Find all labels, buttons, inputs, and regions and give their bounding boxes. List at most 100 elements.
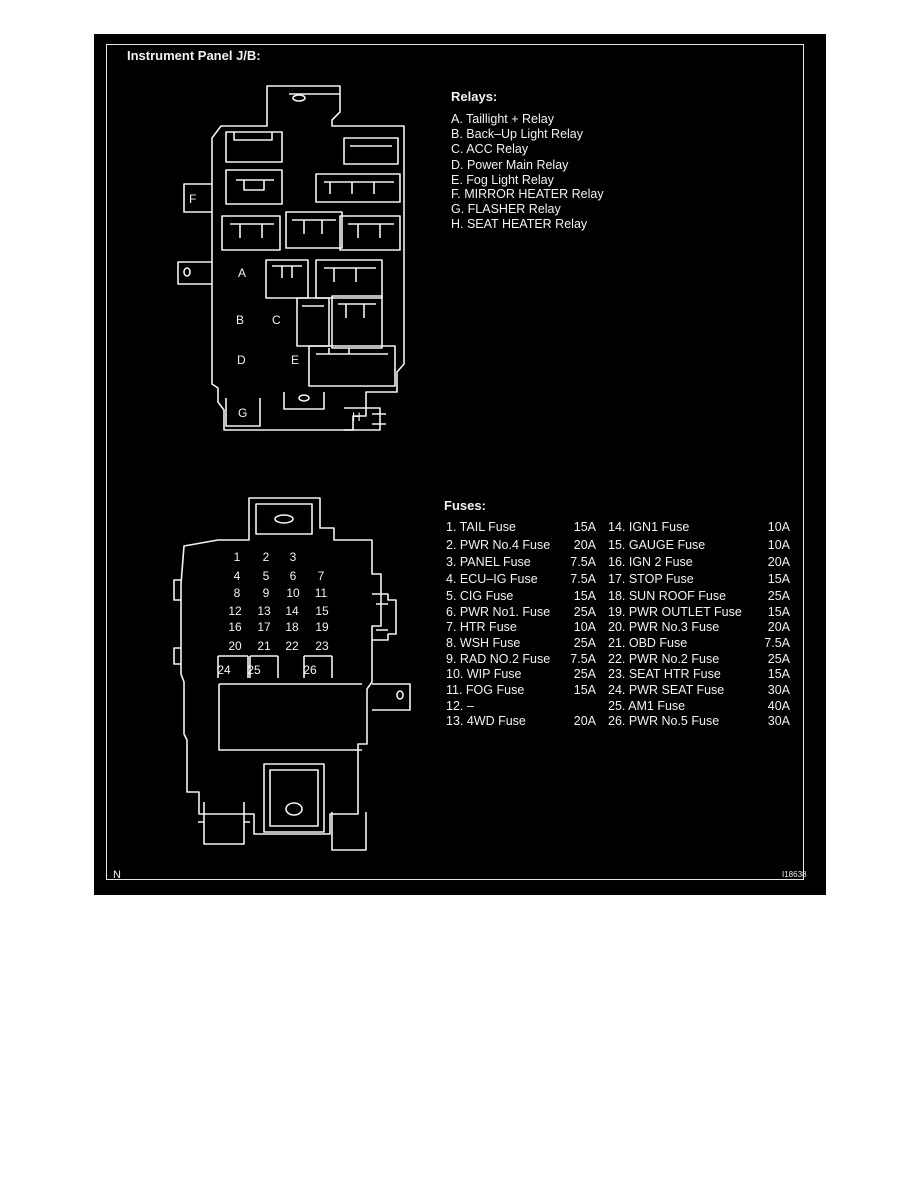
fuse-amperage: 30A [767,714,790,728]
fuse-number: 23 [315,639,329,653]
fuse-amperage: 25A [767,652,790,666]
relay-item: G. FLASHER Relay [451,202,561,216]
fuse-name: 4. ECU–IG Fuse [446,572,538,586]
fuse-number: 16 [228,620,242,634]
fuse-amperage: 25A [573,636,596,650]
fuse-number: 2 [263,550,270,564]
fuse-number: 7 [318,569,325,583]
fuse-number: 13 [257,604,271,618]
diagram-title: Instrument Panel J/B: [127,48,261,63]
fuse-number: 22 [285,639,299,653]
fuse-amperage: 7.5A [570,572,596,586]
relay-label-B: B [236,313,244,327]
fuse-name: 23. SEAT HTR Fuse [608,667,721,681]
relay-cavities [221,131,401,431]
relay-item: E. Fog Light Relay [451,173,554,187]
relay-item: D. Power Main Relay [451,158,569,172]
fuse-amperage: 15A [767,667,790,681]
fuse-name: 6. PWR No1. Fuse [446,605,551,619]
relay-label-G: G [238,406,247,420]
relay-item: B. Back–Up Light Relay [451,127,584,141]
fuse-name: 11. FOG Fuse [446,683,525,697]
fuse-name: 17. STOP Fuse [608,572,694,586]
fuse-amperage: 7.5A [764,636,790,650]
fuse-amperage: 15A [573,589,596,603]
fuse-number: 12 [228,604,242,618]
fuse-name: 8. WSH Fuse [446,636,521,650]
relay-label-F: F [189,192,196,206]
junction-block-drawing: A B C D E F G H 123456789101112131415161… [173,85,411,851]
fuse-amperage: 25A [573,667,596,681]
fuse-number: 10 [286,586,300,600]
fuse-number: 6 [290,569,297,583]
fuse-number: 24 [217,663,231,677]
fuse-name: 2. PWR No.4 Fuse [446,538,551,552]
relay-item: A. Taillight + Relay [451,112,554,126]
fuse-number: 5 [263,569,270,583]
fuse-name: 20. PWR No.3 Fuse [608,620,720,634]
fuse-amperage: 10A [573,620,596,634]
fuse-amperage: 15A [767,572,790,586]
relay-letter-labels: A B C D E F G H [189,192,361,424]
fuse-name: 5. CIG Fuse [446,589,514,603]
fuse-name: 24. PWR SEAT Fuse [608,683,725,697]
relay-label-D: D [237,353,246,367]
fuse-amperage: 20A [573,714,596,728]
fuse-number: 11 [315,586,328,600]
fuse-number: 9 [263,586,270,600]
fuse-number: 20 [228,639,242,653]
fuse-amperage: 40A [767,699,790,713]
fuse-name: 15. GAUGE Fuse [608,538,706,552]
fuse-number: 19 [315,620,329,634]
fuse-name: 7. HTR Fuse [446,620,517,634]
fuse-amperage: 15A [767,605,790,619]
fuse-amperage: 20A [767,555,790,569]
relay-label-E: E [291,353,299,367]
fuse-name: 9. RAD NO.2 Fuse [446,652,551,666]
fuse-amperage: 10A [767,538,790,552]
fuse-name: 26. PWR No.5 Fuse [608,714,720,728]
fuse-name: 16. IGN 2 Fuse [608,555,693,569]
diagram-frame [106,44,804,880]
fuse-number: 3 [290,550,297,564]
figure-id: I18638 [782,870,807,879]
fuse-name: 21. OBD Fuse [608,636,688,650]
fuse-number: 1 [234,550,241,564]
fuse-number: 21 [257,639,271,653]
fuse-number: 17 [257,620,271,634]
relay-label-H: H [352,410,361,424]
relay-label-C: C [272,313,281,327]
fuse-name: 22. PWR No.2 Fuse [608,652,720,666]
relay-label-A: A [238,266,246,280]
fuse-amperage: 25A [573,605,596,619]
north-marker: N [113,869,121,881]
fuse-name: 10. WIP Fuse [446,667,522,681]
large-fuse-cavities [217,655,333,678]
fuse-amperage: 15A [573,520,596,534]
fuse-amperage: 25A [767,589,790,603]
fuse-name: 18. SUN ROOF Fuse [608,589,727,603]
fuse-block-outline [173,497,411,851]
relay-item: H. SEAT HEATER Relay [451,217,588,231]
fuse-number: 18 [285,620,299,634]
fuse-name: 19. PWR OUTLET Fuse [608,605,742,619]
fuses-heading: Fuses: [444,498,486,513]
relay-item: F. MIRROR HEATER Relay [451,187,604,201]
fuse-amperage: 20A [767,620,790,634]
fuse-name: 12. – [446,699,474,713]
fuse-amperage: 20A [573,538,596,552]
relay-block-outline [177,85,405,431]
fuse-number: 14 [285,604,299,618]
fuse-amperage: 7.5A [570,555,596,569]
fuse-amperage: 30A [767,683,790,697]
fuse-number: 26 [303,663,317,677]
fuse-amperage: 7.5A [570,652,596,666]
fuse-number: 8 [234,586,241,600]
fuse-name: 1. TAIL Fuse [446,520,516,534]
fuse-amperage: 10A [767,520,790,534]
fuse-number: 4 [234,569,241,583]
relays-heading: Relays: [451,89,498,104]
fuse-number: 25 [247,663,261,677]
